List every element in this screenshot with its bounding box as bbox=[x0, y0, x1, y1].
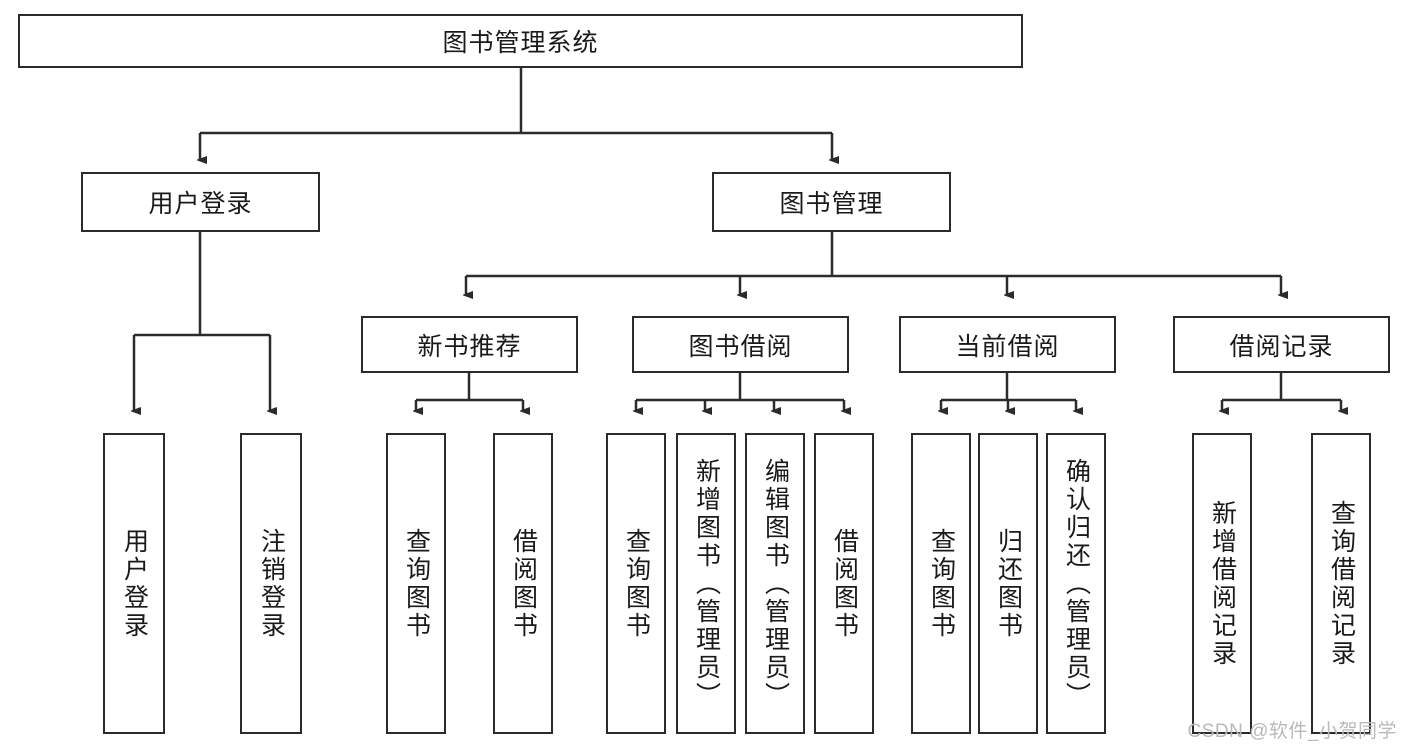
leaf-add-record-label: 新增借阅记录 bbox=[1208, 499, 1237, 668]
csdn-watermark: CSDN @软件_小贺同学 bbox=[1187, 721, 1397, 742]
leaf-borrow-book-2-label: 借阅图书 bbox=[830, 527, 859, 640]
leaf-add-book[interactable]: 新增图书（管理员） bbox=[676, 433, 736, 734]
leaf-logout-label: 注销登录 bbox=[257, 527, 286, 640]
node-user-login-label: 用户登录 bbox=[148, 190, 253, 218]
leaf-borrow-book-2[interactable]: 借阅图书 bbox=[814, 433, 874, 734]
leaf-query-book-1-label: 查询图书 bbox=[402, 527, 431, 640]
node-new-book-rec[interactable]: 新书推荐 bbox=[361, 316, 578, 373]
node-book-manage-label: 图书管理 bbox=[779, 190, 884, 218]
leaf-add-book-label: 新增图书（管理员） bbox=[692, 457, 721, 710]
leaf-borrow-book-1-label: 借阅图书 bbox=[509, 527, 538, 640]
node-root[interactable]: 图书管理系统 bbox=[18, 14, 1023, 68]
leaf-query-book-3[interactable]: 查询图书 bbox=[911, 433, 971, 734]
leaf-return-book[interactable]: 归还图书 bbox=[978, 433, 1038, 734]
leaf-query-record[interactable]: 查询借阅记录 bbox=[1311, 433, 1371, 734]
node-book-borrow[interactable]: 图书借阅 bbox=[632, 316, 849, 373]
leaf-query-book-2-label: 查询图书 bbox=[622, 527, 651, 640]
node-current-borrow-label: 当前借阅 bbox=[955, 332, 1060, 361]
node-borrow-record[interactable]: 借阅记录 bbox=[1173, 316, 1390, 373]
leaf-user-login[interactable]: 用户登录 bbox=[103, 433, 165, 734]
node-root-label: 图书管理系统 bbox=[442, 29, 599, 57]
leaf-query-record-label: 查询借阅记录 bbox=[1327, 499, 1356, 668]
node-book-borrow-label: 图书借阅 bbox=[688, 332, 793, 361]
node-user-login[interactable]: 用户登录 bbox=[81, 172, 320, 232]
node-borrow-record-label: 借阅记录 bbox=[1229, 332, 1334, 361]
leaf-edit-book-label: 编辑图书（管理员） bbox=[761, 457, 790, 710]
node-book-manage[interactable]: 图书管理 bbox=[712, 172, 951, 232]
node-new-book-rec-label: 新书推荐 bbox=[417, 332, 522, 361]
leaf-return-book-label: 归还图书 bbox=[994, 527, 1023, 640]
leaf-query-book-1[interactable]: 查询图书 bbox=[386, 433, 446, 734]
node-current-borrow[interactable]: 当前借阅 bbox=[899, 316, 1116, 373]
leaf-confirm-return[interactable]: 确认归还（管理员） bbox=[1046, 433, 1106, 734]
leaf-logout[interactable]: 注销登录 bbox=[240, 433, 302, 734]
leaf-add-record[interactable]: 新增借阅记录 bbox=[1192, 433, 1252, 734]
leaf-confirm-return-label: 确认归还（管理员） bbox=[1062, 457, 1091, 710]
leaf-borrow-book-1[interactable]: 借阅图书 bbox=[493, 433, 553, 734]
leaf-edit-book[interactable]: 编辑图书（管理员） bbox=[745, 433, 805, 734]
leaf-query-book-2[interactable]: 查询图书 bbox=[606, 433, 666, 734]
leaf-query-book-3-label: 查询图书 bbox=[927, 527, 956, 640]
leaf-user-login-label: 用户登录 bbox=[120, 527, 149, 640]
